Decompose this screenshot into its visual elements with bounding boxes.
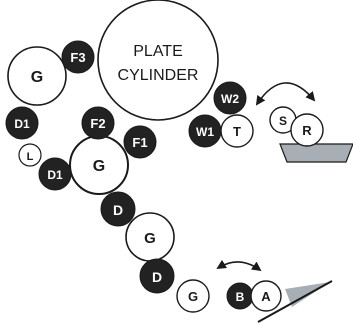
svg-text:G: G [93,158,105,175]
roller-d-lower: D [139,258,175,294]
dampening-tray [279,143,353,163]
roller-d1-lower: D1 [38,157,72,191]
roller-d1-left: D1 [5,106,39,140]
roller-f1: F1 [123,125,157,159]
roller-a: A [250,280,282,312]
roller-w1: W1 [188,114,222,148]
roller-l: L [18,143,42,167]
roller-g-bottom: G [176,279,210,313]
svg-text:F2: F2 [90,116,105,131]
svg-text:W2: W2 [221,92,239,106]
roller-w2: W2 [213,81,247,115]
svg-text:D: D [152,269,162,285]
svg-text:L: L [27,151,34,163]
svg-text:G: G [144,230,156,247]
svg-text:F1: F1 [132,135,147,150]
plate-cylinder-label-line1: PLATE [133,43,183,60]
svg-text:B: B [236,290,245,304]
svg-text:T: T [233,124,241,139]
roller-g-center: G [69,135,129,195]
svg-text:F3: F3 [70,50,85,65]
roller-t: T [220,114,254,148]
svg-text:D: D [113,202,123,218]
roller-f3: F3 [61,40,95,74]
oscillation-arrow-top [255,82,316,106]
roller-b: B [226,282,254,310]
svg-text:A: A [261,289,271,304]
roller-f2: F2 [81,106,115,140]
oscillation-arrow-bottom [216,259,262,272]
roller-r: R [290,113,324,147]
svg-text:W1: W1 [196,125,214,139]
svg-text:G: G [188,289,198,304]
svg-text:G: G [31,69,43,86]
ink-fountain [257,280,333,323]
plate-cylinder: PLATE CYLINDER [97,0,219,121]
svg-text:S: S [279,114,287,128]
svg-text:R: R [302,123,312,138]
plate-cylinder-label-line2: CYLINDER [118,67,199,84]
roller-g-top: G [7,46,67,106]
roller-d-upper: D [100,191,136,227]
svg-text:D1: D1 [47,168,63,182]
roller-g-mid: G [125,212,175,262]
svg-text:D1: D1 [14,117,30,131]
